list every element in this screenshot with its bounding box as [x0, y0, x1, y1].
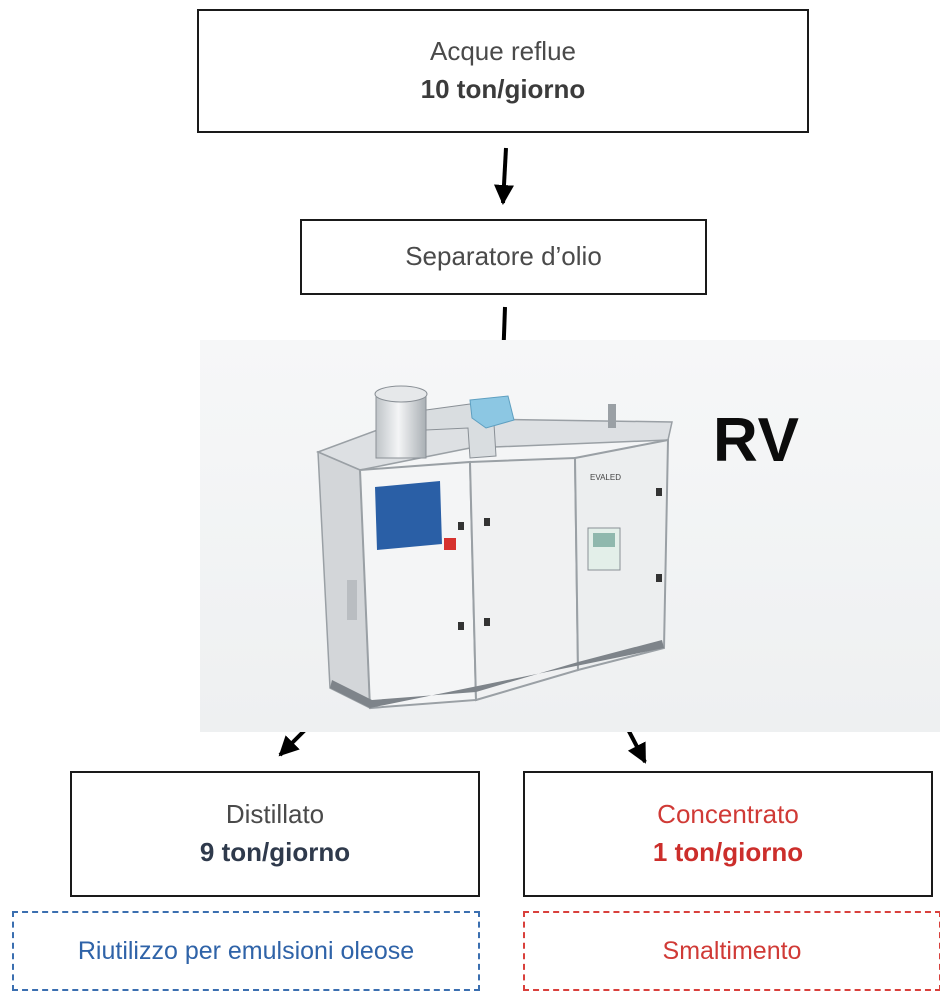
- pipe-top: [374, 385, 428, 403]
- panel-handle: [656, 574, 662, 582]
- machine-base: [330, 640, 664, 708]
- concentrate-box: Concentrato 1 ton/giorno: [523, 771, 933, 897]
- panel-handle: [656, 488, 662, 496]
- input-title: Acque reflue: [430, 36, 576, 67]
- panel-handle: [484, 618, 490, 626]
- concentrate-title: Concentrato: [657, 799, 799, 830]
- panel-handle: [458, 522, 464, 530]
- unit-label: RV: [713, 406, 801, 475]
- blue-fitting: [469, 395, 515, 429]
- disposal-box: Smaltimento: [523, 911, 940, 991]
- input-wastewater-box: Acque reflue 10 ton/giorno: [197, 9, 809, 133]
- separator-title: Separatore d’olio: [405, 241, 602, 272]
- distillate-box: Distillato 9 ton/giorno: [70, 771, 480, 897]
- distillate-title: Distillato: [225, 799, 325, 830]
- top-valve: [608, 404, 616, 428]
- arrow-input-to-separator: [493, 147, 514, 205]
- side-vent: [347, 580, 357, 620]
- panel-handle: [484, 518, 490, 526]
- distillate-value: 9 ton/giorno: [199, 837, 351, 867]
- concentrate-value: 1 ton/giorno: [652, 837, 804, 867]
- machine-front-middle: [468, 456, 580, 702]
- blue-panel: [375, 481, 442, 550]
- panel-handle: [458, 622, 464, 630]
- oil-separator-box: Separatore d’olio: [300, 219, 707, 295]
- red-marker: [444, 538, 456, 550]
- vertical-pipe: [375, 393, 427, 459]
- disposal-label: Smaltimento: [662, 936, 802, 965]
- brand-plate: EVALED: [590, 473, 621, 482]
- reuse-box: Riutilizzo per emulsioni oleose: [12, 911, 480, 991]
- input-value: 10 ton/giorno: [420, 74, 586, 104]
- reuse-label: Riutilizzo per emulsioni oleose: [77, 936, 415, 965]
- control-screen: [593, 533, 615, 547]
